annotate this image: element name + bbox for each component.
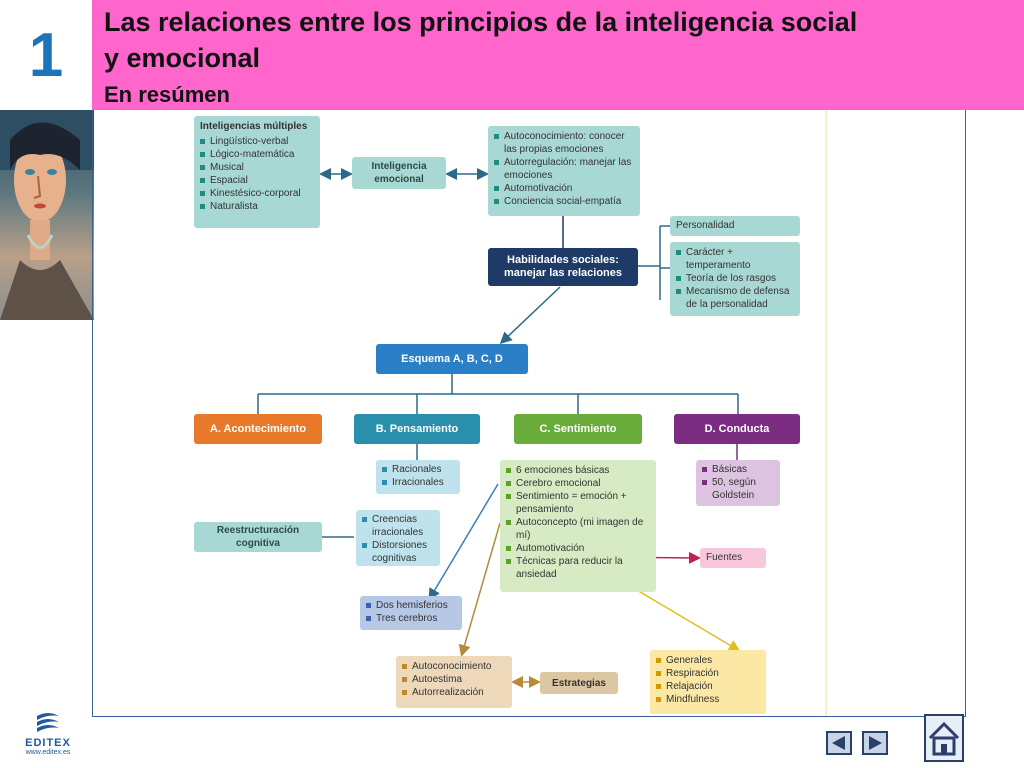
self-items-box: Autoconocimiento Autoestima Autorrealiza… xyxy=(396,656,512,708)
line-social-personality xyxy=(638,225,670,300)
next-button[interactable] xyxy=(862,731,888,755)
list-item: Sentimiento = emoción + pensamiento xyxy=(506,490,650,516)
list-item: Dos hemisferios xyxy=(366,599,456,612)
slide-number: 1 xyxy=(28,20,64,90)
list-item: Autoconocimiento xyxy=(402,660,506,673)
restructuring-box: Reestructuración cognitiva xyxy=(194,522,322,552)
arrow-right-icon xyxy=(869,736,882,750)
personality-items-box: Carácter + temperamento Teoría de los ra… xyxy=(670,242,800,316)
list-item: Musical xyxy=(200,161,314,174)
list-item: Automotivación xyxy=(494,182,634,195)
list-item: Lógico-matemática xyxy=(200,148,314,161)
b-thought-box: B. Pensamiento xyxy=(354,414,480,444)
d-behavior-box: D. Conducta xyxy=(674,414,800,444)
brain-items-box: Dos hemisferios Tres cerebros xyxy=(360,596,462,630)
emotional-list: Autoconocimiento: conocer las propias em… xyxy=(494,130,634,208)
multiple-list: Lingüístico-verbal Lógico-matemática Mus… xyxy=(200,135,314,213)
title-line-1: Las relaciones entre los principios de l… xyxy=(104,7,858,37)
editex-brand: EDITEX xyxy=(25,737,71,749)
slide-subtitle: En resúmen xyxy=(104,82,230,107)
list-item: Teoría de los rasgos xyxy=(676,272,794,285)
list-item: Espacial xyxy=(200,174,314,187)
brain-list: Dos hemisferios Tres cerebros xyxy=(366,599,456,625)
list-item: Racionales xyxy=(382,463,454,476)
list-item: Técnicas para reducir la ansiedad xyxy=(506,555,650,581)
title-line-2: y emocional xyxy=(104,43,261,73)
anxiety-items-box: Generales Respiración Relajación Mindful… xyxy=(650,650,766,714)
list-item: Irracionales xyxy=(382,476,454,489)
editex-web: www.editex.es xyxy=(25,749,71,756)
line-schema-branches xyxy=(257,374,739,414)
estrategias-box: Estrategias xyxy=(540,672,618,694)
list-item: Cerebro emocional xyxy=(506,477,650,490)
list-item: Distorsiones cognitivas xyxy=(362,539,434,565)
list-item: Autoestima xyxy=(402,673,506,686)
anxiety-list: Generales Respiración Relajación Mindful… xyxy=(656,654,760,706)
list-item: Autoconocimiento: conocer las propias em… xyxy=(494,130,634,156)
list-item: 6 emociones básicas xyxy=(506,464,650,477)
slide-header: Las relaciones entre los principios de l… xyxy=(92,0,1024,110)
fuentes-box: Fuentes xyxy=(700,548,766,568)
self-list: Autoconocimiento Autoestima Autorrealiza… xyxy=(402,660,506,699)
c-feeling-box: C. Sentimiento xyxy=(514,414,642,444)
emotional-items-box: Autoconocimiento: conocer las propias em… xyxy=(488,126,640,216)
personality-box: Personalidad xyxy=(670,216,800,236)
portrait-image xyxy=(0,110,94,320)
b-list: Racionales Irracionales xyxy=(382,463,454,489)
a-event-box: A. Acontecimiento xyxy=(194,414,322,444)
list-item: Automotivación xyxy=(506,542,650,555)
list-item: Creencias irracionales xyxy=(362,513,434,539)
home-button[interactable] xyxy=(924,714,964,762)
list-item: Mindfulness xyxy=(656,693,760,706)
multiple-title: Inteligencias múltiples xyxy=(200,121,308,132)
list-item: Conciencia social-empatía xyxy=(494,195,634,208)
list-item: Carácter + temperamento xyxy=(676,246,794,272)
editex-logo-icon xyxy=(37,713,59,732)
editex-logo: EDITEX www.editex.es xyxy=(20,712,76,762)
list-item: Básicas xyxy=(702,463,774,476)
list-item: Lingüístico-verbal xyxy=(200,135,314,148)
list-item: Tres cerebros xyxy=(366,612,456,625)
slide-title: Las relaciones entre los principios de l… xyxy=(104,4,857,76)
list-item: Autorrealización xyxy=(402,686,506,699)
home-icon xyxy=(928,721,960,756)
list-item: Autoconcepto (mi imagen de mí) xyxy=(506,516,650,542)
list-item: Mecanismo de defensa de la personalidad xyxy=(676,285,794,311)
list-item: Generales xyxy=(656,654,760,667)
list-item: Naturalista xyxy=(200,200,314,213)
b-items-box: Racionales Irracionales xyxy=(376,460,460,494)
line-social-schema xyxy=(499,286,561,345)
schema-box: Esquema A, B, C, D xyxy=(376,344,528,374)
slide-number-box: 1 xyxy=(0,0,92,110)
emotional-intelligence-box: Inteligencia emocional xyxy=(352,157,446,189)
list-item: Relajación xyxy=(656,680,760,693)
list-item: Respiración xyxy=(656,667,760,680)
list-item: Autorregulación: manejar las emociones xyxy=(494,156,634,182)
content-frame xyxy=(92,110,966,717)
social-skills-box: Habilidades sociales: manejar las relaci… xyxy=(488,248,638,286)
line-brain xyxy=(428,483,499,601)
list-item: Kinestésico-corporal xyxy=(200,187,314,200)
personality-list: Carácter + temperamento Teoría de los ra… xyxy=(676,246,794,311)
b-list2: Creencias irracionales Distorsiones cogn… xyxy=(362,513,434,565)
c-items-box: 6 emociones básicas Cerebro emocional Se… xyxy=(500,460,656,592)
portrait-illustration xyxy=(0,110,94,320)
d-items-box: Básicas 50, según Goldstein xyxy=(696,460,780,506)
list-item: 50, según Goldstein xyxy=(702,476,774,502)
d-list: Básicas 50, según Goldstein xyxy=(702,463,774,502)
b-items2-box: Creencias irracionales Distorsiones cogn… xyxy=(356,510,440,566)
line-self xyxy=(458,522,501,657)
arrow-left-icon xyxy=(832,736,845,750)
multiple-intelligences-box: Inteligencias múltiples Lingüístico-verb… xyxy=(194,116,320,228)
previous-button[interactable] xyxy=(826,731,852,755)
c-list: 6 emociones básicas Cerebro emocional Se… xyxy=(506,464,650,581)
